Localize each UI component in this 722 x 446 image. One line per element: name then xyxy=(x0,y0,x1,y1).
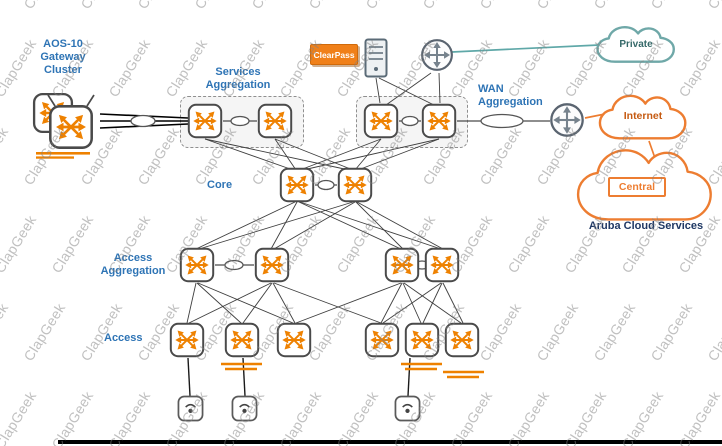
label-services-aggregation: Services Aggregation xyxy=(205,66,271,91)
services-agg-switch-1 xyxy=(187,103,223,139)
server-icon xyxy=(364,38,388,78)
core-switch-2 xyxy=(337,167,373,203)
internet-cloud-label: Internet xyxy=(623,110,663,122)
private-cloud-label: Private xyxy=(619,39,653,50)
core-router-icon xyxy=(421,39,453,71)
access-switch-3 xyxy=(276,322,312,358)
central-label: Central xyxy=(618,181,656,193)
wan-agg-switch-1 xyxy=(363,103,399,139)
clearpass-node: ClearPass xyxy=(310,44,358,65)
access-point-2 xyxy=(231,395,258,422)
access-switch-2 xyxy=(224,322,260,358)
label-access: Access xyxy=(104,332,143,344)
label-wan-aggregation: WAN Aggregation xyxy=(478,83,543,108)
services-agg-switch-2 xyxy=(257,103,293,139)
wan-agg-switch-2 xyxy=(421,103,457,139)
aos10-gateway-cluster-icon xyxy=(32,92,95,159)
access-agg-switch-2 xyxy=(254,247,290,283)
clearpass-label: ClearPass xyxy=(313,49,355,60)
core-switch-1 xyxy=(279,167,315,203)
central-box: Central xyxy=(608,177,666,197)
aruba-cloud-services-label: Aruba Cloud Services xyxy=(588,220,704,232)
access-agg-switch-1 xyxy=(179,247,215,283)
label-gateway-cluster: AOS-10 Gateway Cluster xyxy=(40,38,86,76)
access-switch-4 xyxy=(364,322,400,358)
access-switch-6 xyxy=(444,322,480,358)
access-point-1 xyxy=(177,395,204,422)
label-core: Core xyxy=(207,179,233,191)
bottom-edge-line xyxy=(58,440,722,444)
access-switch-1 xyxy=(169,322,205,358)
access-switch-5 xyxy=(404,322,440,358)
access-agg-switch-4 xyxy=(424,247,460,283)
access-agg-switch-3 xyxy=(384,247,420,283)
access-point-3 xyxy=(394,395,421,422)
label-access-aggregation: Access Aggregation xyxy=(100,252,166,277)
